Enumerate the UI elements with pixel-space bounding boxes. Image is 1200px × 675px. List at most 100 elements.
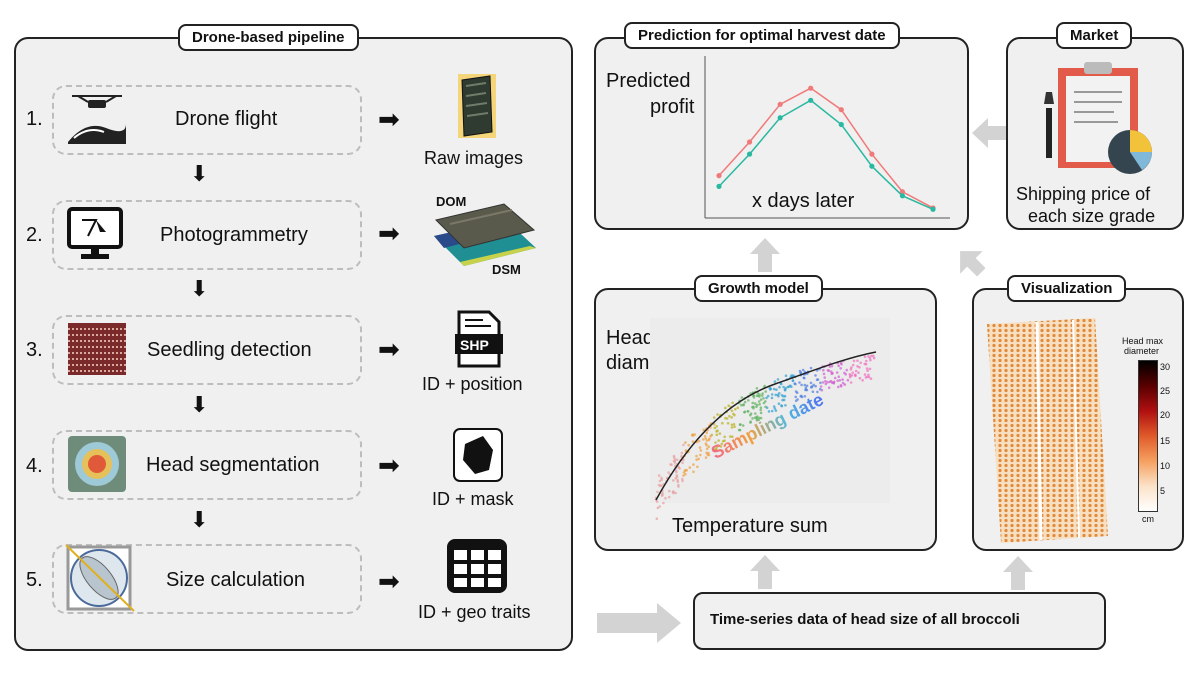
growth-sample-point (824, 382, 828, 386)
step-3-number: 3. (26, 339, 43, 361)
growth-sample-point (660, 494, 664, 497)
growth-sample-point (697, 439, 701, 443)
growth-sample-point (828, 365, 832, 368)
step-4-number: 4. (26, 455, 43, 477)
step-3-box (52, 315, 362, 385)
growth-sample-point (867, 373, 870, 377)
growth-sample-point (854, 374, 857, 378)
growth-sample-point (832, 381, 835, 384)
growth-sample-point (749, 421, 752, 424)
growth-sample-point (755, 394, 759, 397)
growth-sample-point (724, 406, 727, 410)
growth-sample-point (776, 393, 780, 397)
growth-title: Growth model (694, 275, 823, 302)
growth-sample-point (872, 356, 876, 360)
growth-sample-point (770, 393, 774, 396)
growth-sample-point (765, 396, 768, 400)
growth-sample-point (774, 393, 778, 397)
step-2-label: Photogrammetry (160, 224, 308, 246)
growth-sample-point (805, 384, 809, 388)
market-title: Market (1056, 22, 1133, 49)
growth-sample-point (699, 453, 702, 457)
arrow-pipeline-to-timeseries (597, 603, 681, 643)
arrow-timeseries-to-visualization (1003, 556, 1033, 590)
market-caption-2: each size grade (1028, 206, 1156, 226)
arrow-right-1: ➡ (378, 104, 400, 134)
growth-sample-point (861, 379, 864, 382)
growth-sample-point (803, 395, 807, 398)
growth-sample-point (800, 383, 803, 387)
growth-sample-point (846, 378, 850, 382)
growth-ylabel-1: Head (606, 327, 654, 349)
growth-sample-point (758, 403, 761, 406)
step-1-output: Raw images (424, 148, 524, 168)
growth-sample-point (737, 428, 741, 432)
clipboard-pen-icon (1044, 62, 1152, 174)
pipeline-title: Drone-based pipeline (178, 24, 359, 51)
growth-sample-point (687, 443, 690, 447)
growth-sample-point (723, 439, 726, 442)
growth-sample-point (845, 368, 849, 372)
growth-sample-point (822, 372, 826, 376)
growth-sample-point (695, 454, 698, 458)
growth-sample-point (731, 401, 734, 405)
growth-sample-point (715, 433, 719, 437)
growth-sample-point (684, 441, 687, 444)
growth-sample-point (753, 416, 757, 420)
step-5-box (52, 544, 362, 614)
growth-xlabel: Temperature sum (672, 515, 828, 537)
growth-sample-point (838, 379, 842, 382)
prediction-title: Prediction for optimal harvest date (624, 22, 900, 49)
growth-sample-point (776, 378, 780, 381)
growth-sample-point (740, 396, 744, 399)
growth-sample-point (740, 403, 743, 407)
growth-sample-point (674, 491, 677, 495)
growth-sample-point (751, 417, 754, 420)
growth-sample-point (814, 374, 817, 377)
arrow-visualization-to-prediction (960, 251, 986, 277)
growth-sample-point (759, 408, 762, 412)
growth-sample-point (762, 397, 765, 400)
profit-point (746, 151, 753, 157)
growth-sample-point (727, 404, 730, 407)
growth-sample-point (791, 379, 795, 383)
growth-sample-point (803, 376, 806, 380)
growth-sample-point (864, 376, 868, 379)
growth-sample-point (830, 370, 833, 373)
colorbar-tick: 15 (1160, 436, 1171, 446)
growth-sample-point (732, 423, 736, 426)
growth-sample-point (809, 381, 813, 385)
profit-point (777, 115, 783, 121)
growth-sample-point (784, 374, 788, 377)
arrow-right-3: ➡ (378, 334, 400, 364)
growth-sample-point (850, 366, 853, 369)
growth-sample-point (773, 407, 777, 410)
growth-sample-point (733, 425, 736, 428)
growth-sample-point (720, 442, 723, 446)
growth-sample-point (839, 361, 843, 365)
growth-sample-point (852, 359, 856, 363)
growth-sample-point (843, 383, 847, 386)
growth-sample-point (816, 390, 819, 394)
growth-sample-point (790, 374, 793, 377)
growth-sample-point (719, 445, 723, 448)
growth-sample-point (698, 446, 702, 449)
profit-point (746, 139, 753, 145)
profit-point (808, 85, 814, 91)
growth-sample-point (717, 439, 720, 442)
growth-sample-point (811, 385, 814, 388)
growth-sample-point (764, 400, 767, 403)
colorbar (1138, 360, 1158, 512)
growth-sample-point (677, 466, 680, 469)
growth-sample-point (804, 388, 807, 392)
growth-sample-point (772, 387, 776, 391)
growth-sample-point (790, 385, 793, 388)
growth-sample-point (660, 484, 663, 487)
profit-point (899, 193, 906, 199)
growth-sample-point (773, 380, 777, 383)
growth-sample-point (849, 381, 853, 384)
growth-sample-point (766, 394, 770, 398)
growth-sample-point (672, 479, 675, 482)
growth-fit-curve (655, 351, 877, 501)
profit-point (716, 173, 722, 179)
